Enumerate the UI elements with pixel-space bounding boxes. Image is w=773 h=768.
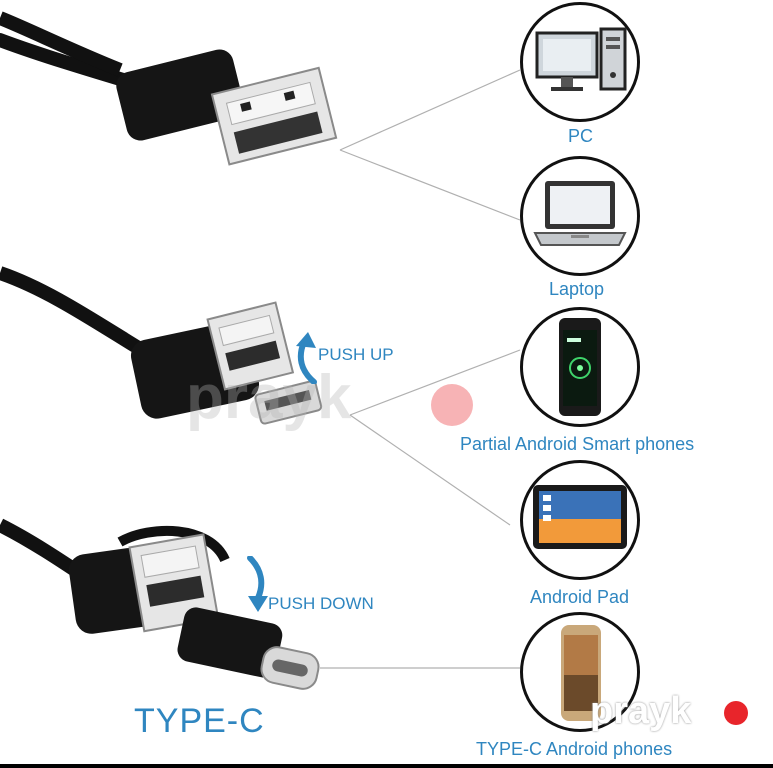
laptop-icon (533, 181, 627, 246)
pc-label: PC (568, 126, 594, 146)
laptop-label: Laptop (549, 279, 605, 299)
laptop-circle (520, 156, 640, 276)
smartphone-label: Partial Android Smart phones (460, 434, 695, 454)
type-c-title: TYPE-C (134, 702, 265, 740)
type-c-cable-illustration (0, 518, 320, 690)
center-watermark: prayk (186, 363, 352, 432)
corner-watermark: prayk (590, 690, 692, 732)
push-up-arrow-icon (296, 332, 317, 384)
typec-phone-label: TYPE-C Android phones (476, 739, 673, 759)
bottom-border (0, 764, 773, 768)
corner-watermark-dot (724, 701, 748, 725)
tablet-icon (533, 485, 627, 549)
tablet-circle (520, 460, 640, 580)
push-down-arrow-icon (247, 556, 268, 612)
center-watermark-dot (431, 384, 473, 426)
smartphone-circle (520, 307, 640, 427)
pc-circle (520, 2, 640, 122)
usb-a-cable-illustration (0, 11, 338, 166)
typec-phone-circle (520, 612, 640, 732)
tablet-label: Android Pad (530, 587, 630, 607)
push-down-label: PUSH DOWN (268, 594, 374, 613)
desktop-pc-icon (535, 27, 627, 91)
push-up-label: PUSH UP (318, 345, 394, 364)
micro-usb-cable-illustration (0, 266, 323, 425)
typec-phone-icon (561, 625, 601, 721)
smartphone-icon (559, 318, 601, 416)
